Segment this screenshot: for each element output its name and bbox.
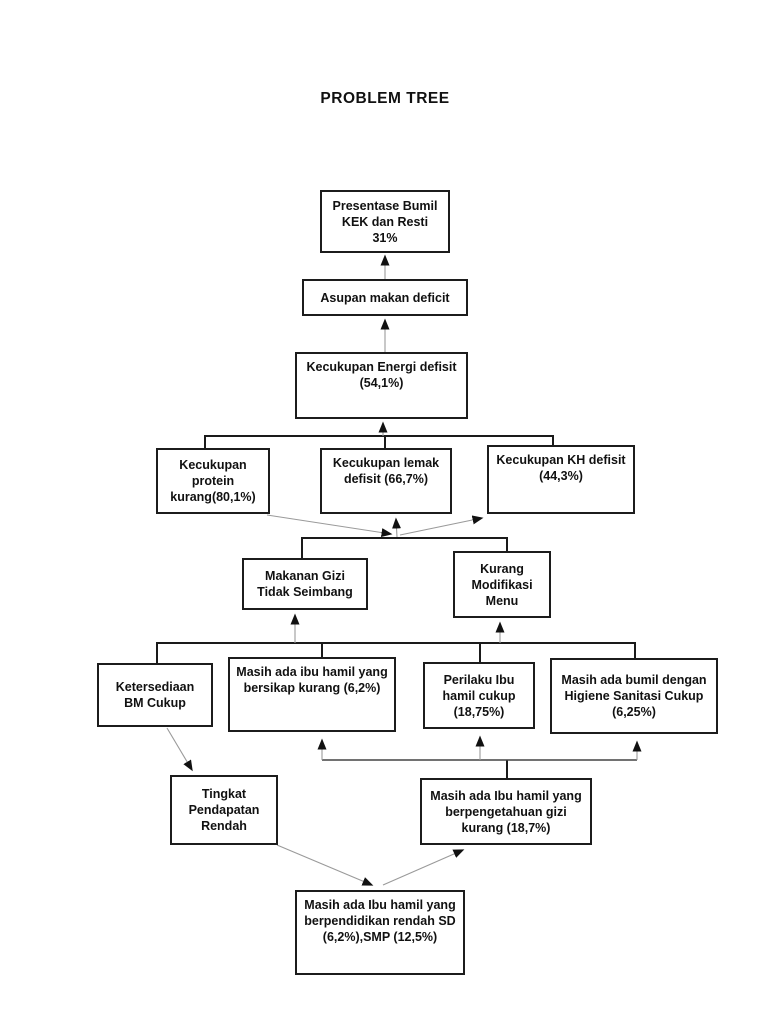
node-ketersediaan-bm: Ketersediaan BM Cukup (97, 663, 213, 727)
node-bersikap-kurang: Masih ada ibu hamil yang bersikap kurang… (228, 657, 396, 732)
node-berpendidikan-rendah: Masih ada Ibu hamil yang berpendidikan r… (295, 890, 465, 975)
node-asupan-makan: Asupan makan deficit (302, 279, 468, 316)
node-kurang-modifikasi-label: Kurang Modifikasi Menu (471, 561, 533, 608)
node-presentase-bumil: Presentase Bumil KEK dan Resti 31% (320, 190, 450, 253)
node-kecukupan-lemak-label: Kecukupan lemak defisit (66,7%) (332, 456, 440, 486)
node-tingkat-pendapatan: Tingkat Pendapatan Rendah (170, 775, 278, 845)
page-title: PROBLEM TREE (320, 90, 450, 107)
node-kecukupan-energi: Kecukupan Energi defisit (54,1%) (295, 352, 468, 419)
node-berpendidikan-rendah-label: Masih ada Ibu hamil yang berpendidikan r… (304, 898, 456, 944)
node-tingkat-pendapatan-label: Tingkat Pendapatan Rendah (188, 787, 260, 833)
node-makanan-gizi: Makanan Gizi Tidak Seimbang (242, 558, 368, 610)
node-perilaku-ibu: Perilaku Ibu hamil cukup (18,75%) (423, 662, 535, 729)
node-perilaku-ibu-label: Perilaku Ibu hamil cukup (18,75%) (442, 672, 516, 719)
node-kecukupan-lemak: Kecukupan lemak defisit (66,7%) (320, 448, 452, 514)
node-berpengetahuan-gizi-label: Masih ada Ibu hamil yang berpengetahuan … (430, 788, 582, 835)
node-berpengetahuan-gizi: Masih ada Ibu hamil yang berpengetahuan … (420, 778, 592, 845)
node-kecukupan-protein-label: Kecukupan protein kurang(80,1%) (170, 458, 256, 504)
node-kecukupan-kh-label: Kecukupan KH defisit (44,3%) (496, 453, 626, 483)
node-ketersediaan-bm-label: Ketersediaan BM Cukup (115, 680, 195, 710)
node-kecukupan-protein: Kecukupan protein kurang(80,1%) (156, 448, 270, 514)
node-kecukupan-kh: Kecukupan KH defisit (44,3%) (487, 445, 635, 514)
node-kecukupan-energi-label: Kecukupan Energi defisit (54,1%) (306, 360, 457, 390)
node-higiene-sanitasi-label: Masih ada bumil dengan Higiene Sanitasi … (561, 673, 707, 719)
node-kurang-modifikasi: Kurang Modifikasi Menu (453, 551, 551, 618)
node-higiene-sanitasi: Masih ada bumil dengan Higiene Sanitasi … (550, 658, 718, 734)
node-makanan-gizi-label: Makanan Gizi Tidak Seimbang (257, 569, 353, 599)
node-asupan-makan-label: Asupan makan deficit (320, 290, 450, 305)
node-bersikap-kurang-label: Masih ada ibu hamil yang bersikap kurang… (236, 665, 388, 695)
node-presentase-bumil-label: Presentase Bumil KEK dan Resti 31% (332, 198, 438, 245)
